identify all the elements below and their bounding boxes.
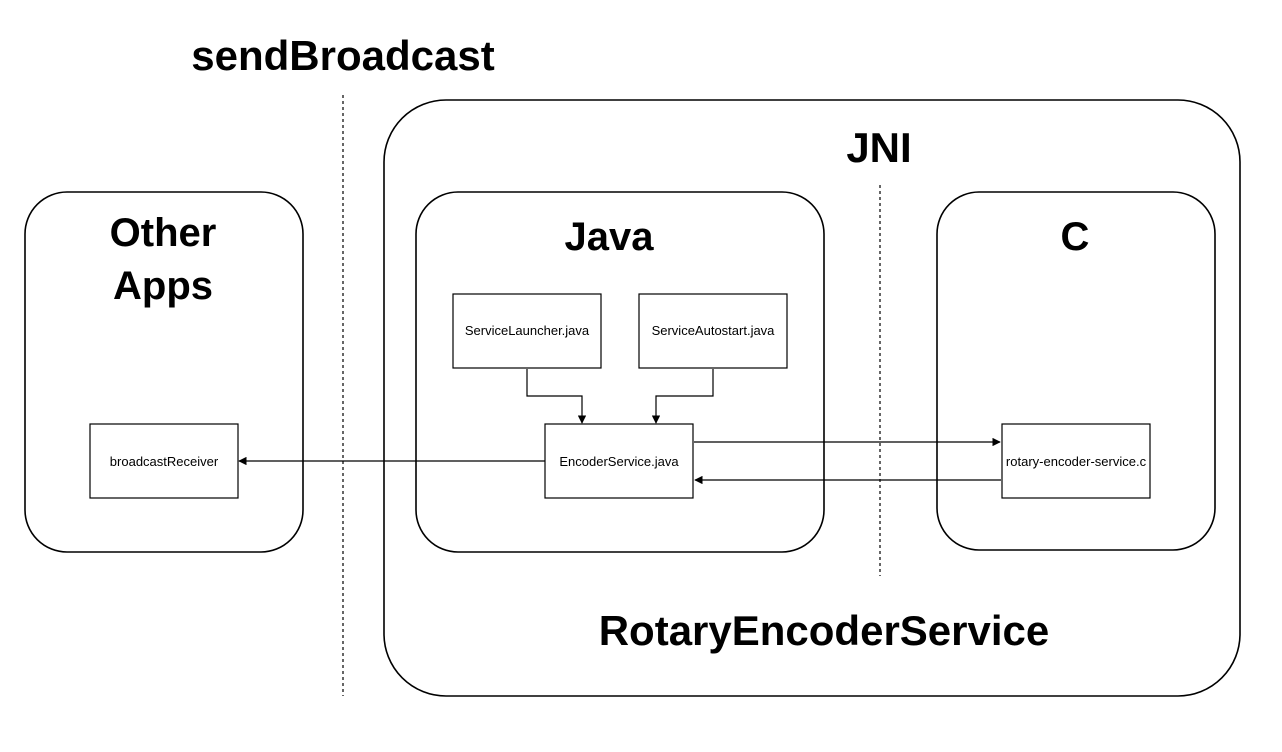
encoder-service-node: EncoderService.java xyxy=(544,423,694,499)
service-launcher-label: ServiceLauncher.java xyxy=(465,323,590,338)
edge-service-autostart-to-encoder xyxy=(651,369,714,424)
encoder-service-label: EncoderService.java xyxy=(559,454,679,469)
send-broadcast-label: sendBroadcast xyxy=(191,32,494,79)
other-apps-label-line1: Other xyxy=(110,211,217,255)
broadcast-receiver-label: broadcastReceiver xyxy=(110,454,219,469)
service-autostart-node: ServiceAutostart.java xyxy=(638,293,788,369)
jni-label: JNI xyxy=(846,124,911,171)
edge-service-launcher-to-encoder xyxy=(526,369,587,424)
rotary-encoder-c-label: rotary-encoder-service.c xyxy=(1006,454,1147,469)
rotary-encoder-service-label: RotaryEncoderService xyxy=(599,607,1050,654)
rotary-encoder-c-node: rotary-encoder-service.c xyxy=(1001,423,1151,499)
other-apps-label-line2: Apps xyxy=(113,264,213,308)
broadcast-receiver-node: broadcastReceiver xyxy=(89,423,239,499)
service-launcher-node: ServiceLauncher.java xyxy=(452,293,602,369)
service-autostart-label: ServiceAutostart.java xyxy=(652,323,776,338)
c-label: C xyxy=(1061,215,1090,259)
java-container xyxy=(415,191,825,553)
java-label: Java xyxy=(565,215,655,259)
